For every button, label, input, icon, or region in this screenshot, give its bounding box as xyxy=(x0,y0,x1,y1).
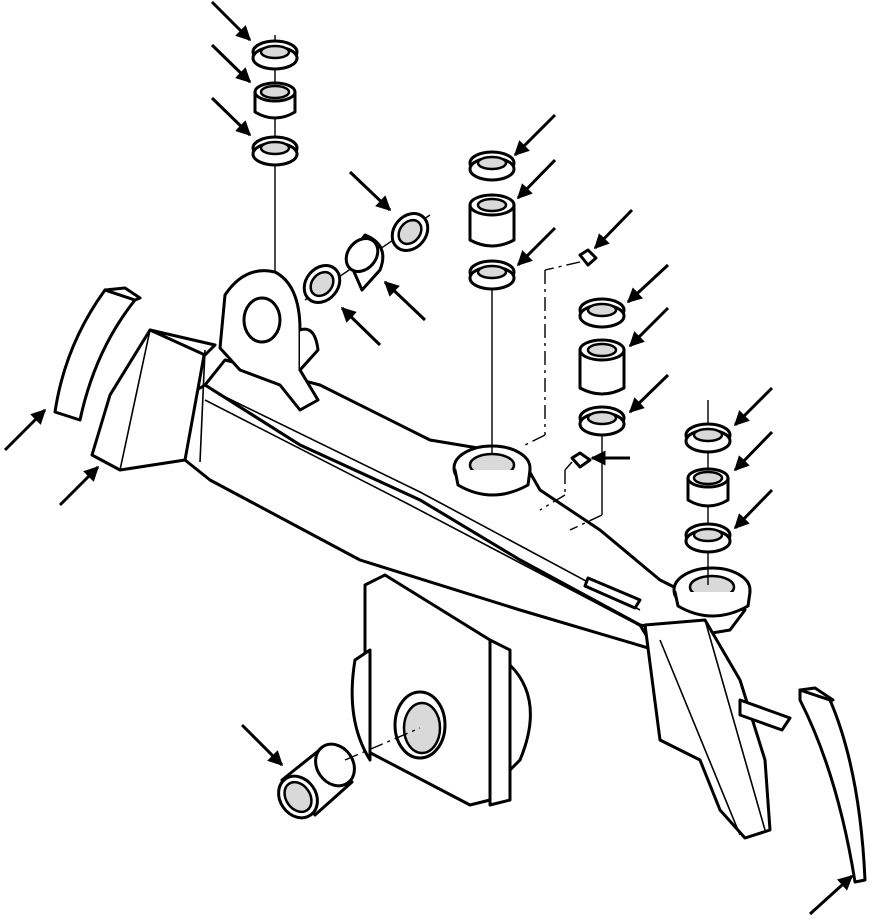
center-bushing-stack xyxy=(468,150,516,455)
side-bushing-stack xyxy=(302,212,431,304)
callout-arrows xyxy=(3,0,854,916)
callout-arrow xyxy=(210,0,252,42)
lower-pin-bushing xyxy=(277,727,421,820)
callout-arrow xyxy=(628,373,670,414)
callout-arrow xyxy=(210,43,252,84)
grease-fitting-upper xyxy=(524,248,598,446)
callout-arrow xyxy=(733,488,774,530)
callout-arrow xyxy=(733,386,774,427)
callout-arrow xyxy=(58,465,100,507)
upper-bushing-stack-left xyxy=(251,35,299,272)
callout-arrow xyxy=(628,306,670,348)
axle-beam xyxy=(90,328,792,840)
right-boss xyxy=(672,566,752,618)
right-wear-pad xyxy=(798,686,867,884)
callout-arrow xyxy=(3,408,47,452)
callout-arrow xyxy=(340,306,382,347)
grease-fitting-lower xyxy=(539,451,592,511)
left-wear-pad xyxy=(53,286,142,422)
callout-arrow xyxy=(348,170,392,212)
callout-arrow xyxy=(240,723,284,767)
left-pivot-boss xyxy=(218,269,320,412)
callout-arrow xyxy=(808,874,854,916)
callout-arrow xyxy=(513,113,557,157)
callout-arrow xyxy=(516,226,557,267)
callout-arrow xyxy=(733,430,774,472)
lower-pivot-bracket xyxy=(350,573,532,807)
right-center-bushing-stack xyxy=(569,297,626,531)
callout-arrow xyxy=(516,158,557,200)
callout-arrow xyxy=(210,96,252,137)
callout-arrow xyxy=(626,263,670,304)
callout-arrow xyxy=(593,208,634,250)
right-bushing-stack xyxy=(684,400,732,585)
callout-arrow xyxy=(383,280,427,322)
